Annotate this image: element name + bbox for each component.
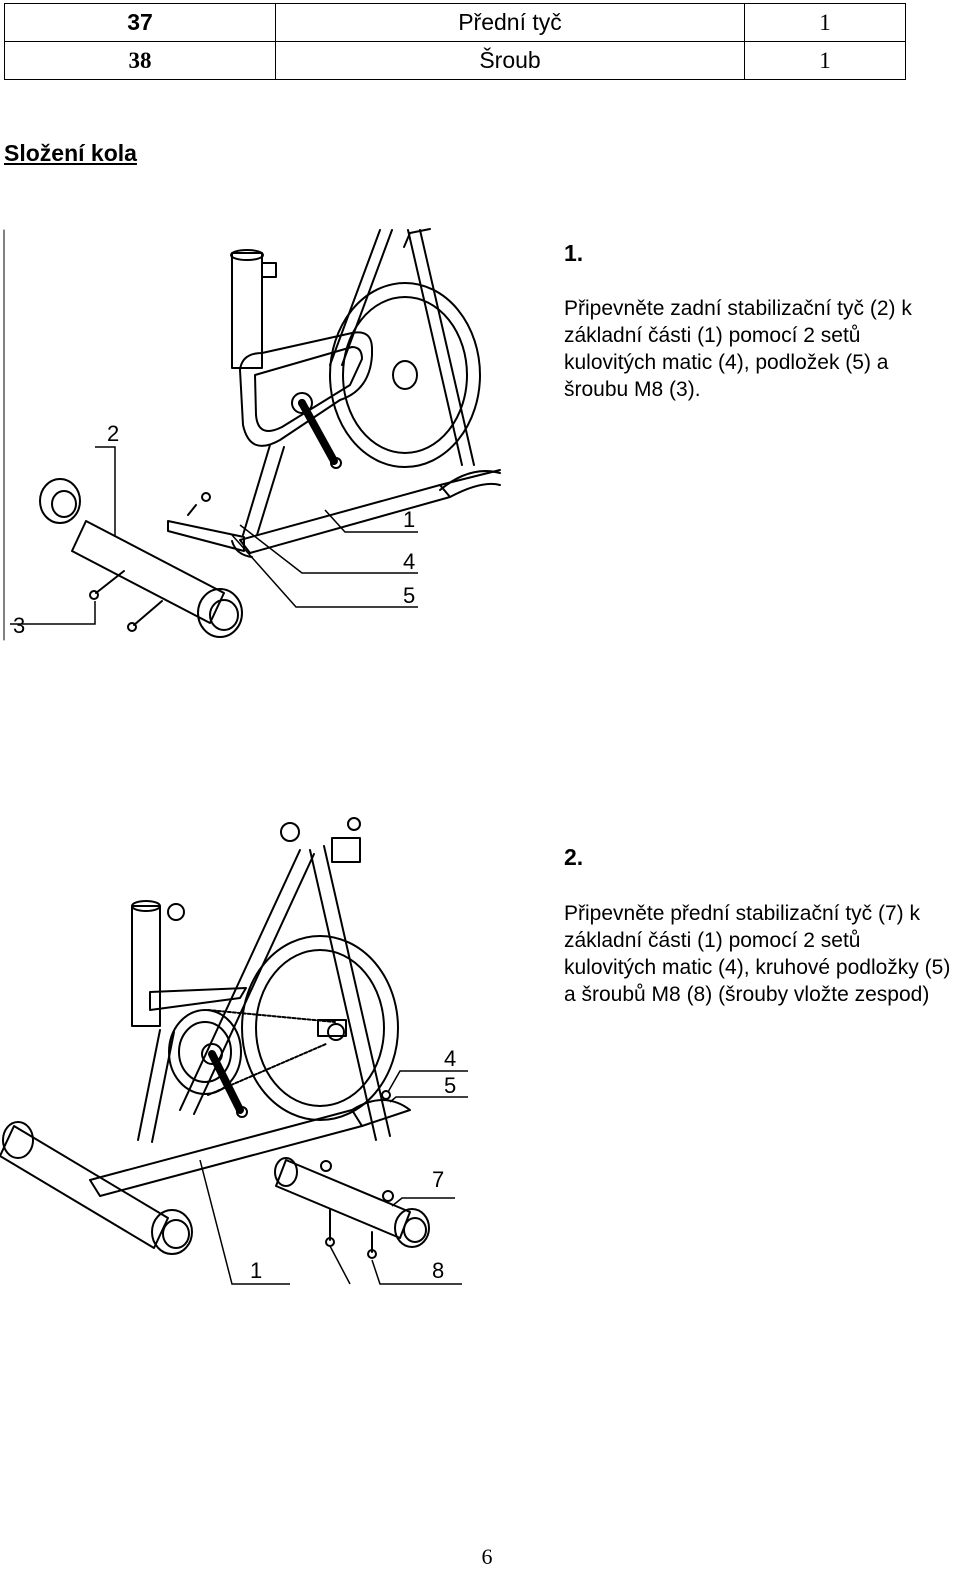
step-1-text: Připevněte zadní stabilizační tyč (2) k … bbox=[564, 297, 912, 401]
part-name: Přední tyč bbox=[275, 3, 745, 42]
callout-3: 3 bbox=[13, 613, 25, 638]
callout-4: 4 bbox=[403, 549, 415, 574]
callout-7: 7 bbox=[432, 1167, 444, 1192]
part-name: Šroub bbox=[275, 41, 745, 80]
callout-4: 4 bbox=[444, 1046, 456, 1071]
callout-1: 1 bbox=[250, 1258, 262, 1283]
part-number: 37 bbox=[4, 3, 276, 42]
step-1-number: 1. bbox=[564, 240, 584, 266]
parts-table: 37 Přední tyč 1 38 Šroub 1 bbox=[4, 3, 906, 80]
part-qty: 1 bbox=[744, 41, 906, 80]
table-row: 38 Šroub 1 bbox=[4, 41, 906, 80]
step-1-diagram: 2 1 4 5 3 bbox=[3, 228, 501, 641]
callout-2: 2 bbox=[107, 421, 119, 446]
step-2-number: 2. bbox=[564, 844, 584, 870]
callout-1: 1 bbox=[403, 507, 415, 532]
part-number: 38 bbox=[4, 41, 276, 80]
part-qty: 1 bbox=[744, 3, 906, 42]
step-2-diagram: 4 5 7 1 8 bbox=[0, 817, 468, 1285]
callout-8: 8 bbox=[432, 1258, 444, 1283]
callout-5: 5 bbox=[403, 583, 415, 608]
table-row: 37 Přední tyč 1 bbox=[4, 3, 906, 42]
callout-5: 5 bbox=[444, 1073, 456, 1098]
step-2-text: Připevněte přední stabilizační tyč (7) k… bbox=[564, 902, 951, 1006]
page-number: 6 bbox=[481, 1544, 493, 1569]
section-title: Složení kola bbox=[4, 140, 137, 166]
